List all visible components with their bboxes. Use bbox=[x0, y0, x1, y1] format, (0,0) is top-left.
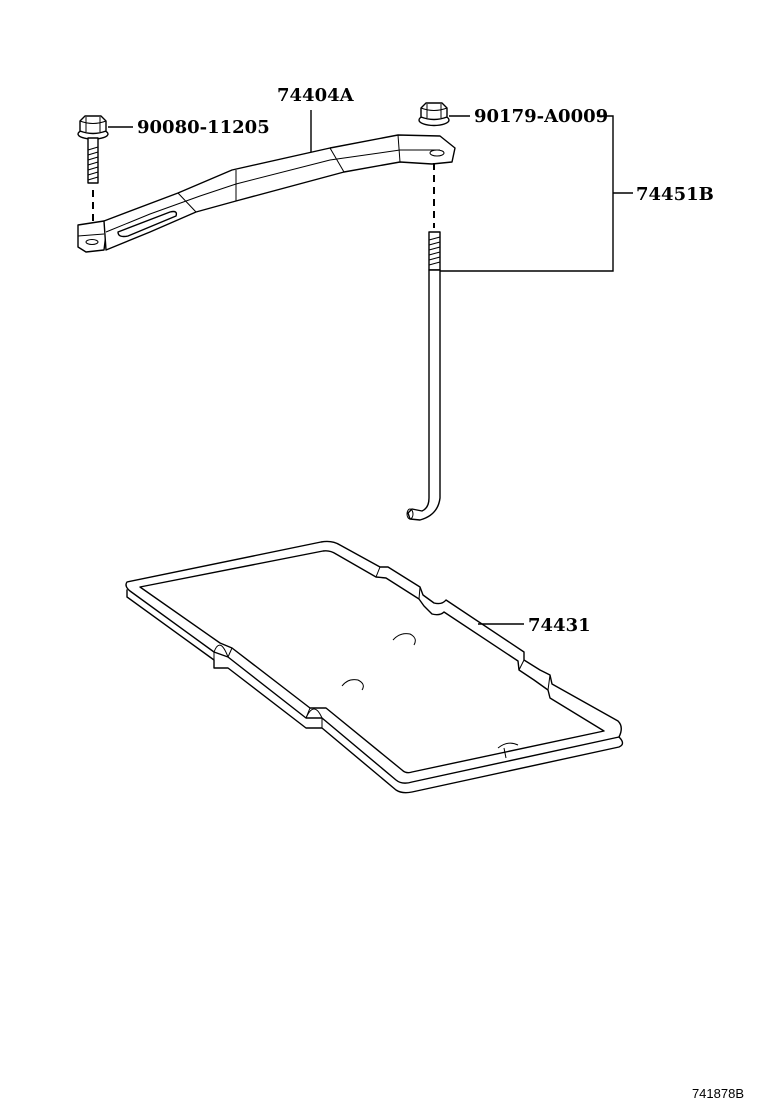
rod-set-bracket-line bbox=[440, 115, 614, 272]
hook-rod-icon[interactable] bbox=[406, 231, 441, 521]
battery-tray-icon[interactable] bbox=[125, 540, 624, 794]
figure-id: 741878B bbox=[692, 1086, 744, 1101]
flange-nut-icon[interactable] bbox=[418, 102, 450, 127]
part-label-nut[interactable]: 90179-A0009 bbox=[474, 106, 608, 127]
battery-clamp-icon[interactable] bbox=[77, 134, 456, 253]
part-label-rod-set[interactable]: 74451B bbox=[636, 184, 714, 205]
part-label-clamp[interactable]: 74404A bbox=[277, 85, 355, 106]
part-label-bolt[interactable]: 90080-11205 bbox=[137, 117, 270, 138]
bolt-icon[interactable] bbox=[77, 115, 109, 184]
part-label-tray[interactable]: 74431 bbox=[528, 615, 591, 636]
